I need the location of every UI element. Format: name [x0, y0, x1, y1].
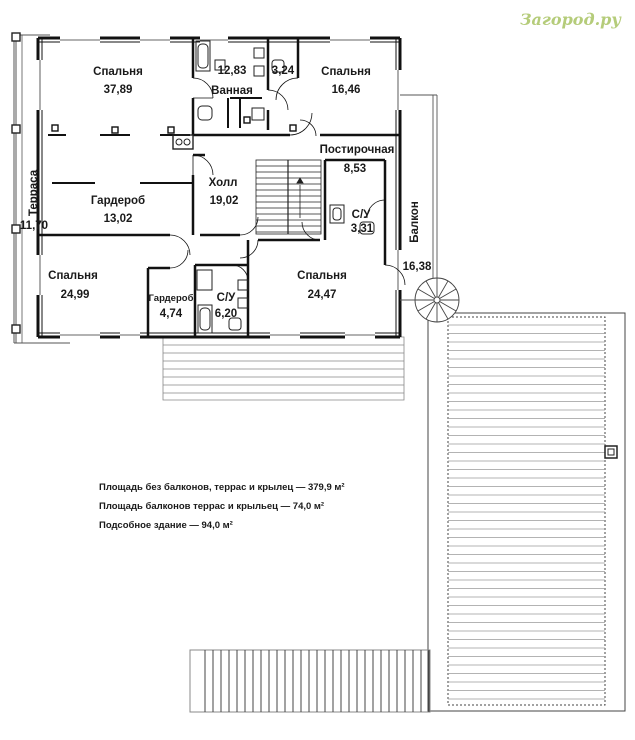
- bathroom-area: 12,83: [218, 65, 247, 77]
- roof-slope: [162, 336, 405, 401]
- bedroom-sw-area: 24,99: [61, 289, 90, 301]
- balcony-area: 16,38: [403, 261, 432, 273]
- spiral-step: [439, 301, 457, 312]
- area-line-balconies: Площадь балконов террас и крыльец — 74,0…: [99, 501, 325, 512]
- balcony-name: Балкон: [409, 201, 421, 243]
- terrace-name: Терраса: [28, 169, 40, 216]
- bedroom-se-area: 24,47: [308, 289, 337, 301]
- spiral-step: [438, 280, 449, 298]
- bedroom-nw-area: 37,89: [104, 84, 133, 96]
- small-room-area: 3,24: [272, 65, 295, 77]
- hall-name: Холл: [209, 177, 238, 189]
- laundry-name: Постирочная: [320, 144, 395, 156]
- wardrobe-small-name: Гардероб: [149, 293, 194, 304]
- spiral-step: [417, 288, 435, 299]
- spiral-step: [425, 280, 436, 298]
- wc-south-area: 6,20: [215, 308, 237, 320]
- spiral-step: [417, 301, 435, 312]
- bedroom-se-name: Спальня: [297, 270, 347, 282]
- interior-walls: [38, 38, 400, 337]
- staircase: [255, 159, 322, 235]
- area-line-outbuilding: Подсобное здание — 94,0 м²: [99, 520, 233, 531]
- bedroom-ne-name: Спальня: [321, 66, 371, 78]
- area-line-living: Площадь без балконов, террас и крылец — …: [99, 482, 345, 493]
- doors: [169, 77, 406, 286]
- outbuilding-steps: [189, 649, 431, 713]
- bathroom-name: Ванная: [211, 85, 253, 97]
- wardrobe-big-name: Гардероб: [91, 195, 145, 207]
- bedroom-ne-area: 16,46: [332, 84, 361, 96]
- area-summary: Площадь без балконов, террас и крылец — …: [99, 478, 419, 535]
- wc-east-area: 3,31: [351, 223, 374, 235]
- bedroom-nw-name: Спальня: [93, 66, 143, 78]
- hall-area: 19,02: [210, 195, 239, 207]
- wc-south-name: С/У: [217, 292, 237, 304]
- watermark: Загород.ру: [520, 10, 621, 29]
- spiral-step: [425, 302, 436, 320]
- room-labels: Спальня 37,89 12,83 Ванная 3,24 Спальня …: [20, 65, 432, 320]
- outbuilding-roof: [427, 312, 626, 712]
- wc-east-name: С/У: [352, 209, 372, 221]
- bedroom-sw-name: Спальня: [48, 270, 98, 282]
- laundry-area: 8,53: [344, 163, 366, 175]
- terrace-area: 11,70: [20, 220, 48, 232]
- terrace-west: [11, 32, 70, 344]
- wardrobe-big-area: 13,02: [104, 213, 133, 225]
- spiral-stair: [414, 277, 460, 323]
- fixtures: [172, 40, 375, 334]
- spiral-step: [439, 288, 457, 299]
- wardrobe-small-area: 4,74: [160, 308, 183, 320]
- spiral-step: [438, 302, 449, 320]
